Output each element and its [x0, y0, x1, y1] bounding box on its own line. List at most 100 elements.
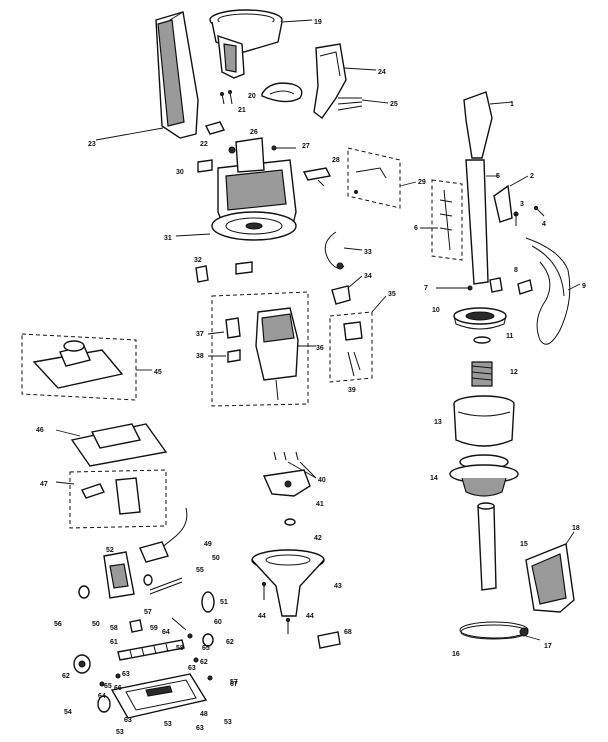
callout-60: 60 [214, 619, 222, 626]
part-55-rod [149, 577, 183, 595]
callout-62b: 62 [200, 659, 208, 666]
part-49-cord [139, 507, 188, 563]
callout-57a: 57 [144, 609, 152, 616]
part-12-spring [471, 361, 493, 387]
part-18-dust-cup [525, 531, 575, 613]
callout-66: 66 [114, 685, 122, 692]
callout-18: 18 [572, 525, 580, 532]
part-46-upholstery-tool [55, 423, 168, 467]
part-45-floor-tool [21, 333, 152, 401]
part-32-switch-parts [195, 261, 253, 283]
callout-51: 51 [220, 599, 228, 606]
callout-5: 5 [496, 173, 500, 180]
part-17-part [519, 627, 541, 641]
part-6-spring-box [420, 179, 463, 261]
callout-46: 46 [36, 427, 44, 434]
callout-68: 68 [344, 629, 352, 636]
callout-19: 19 [314, 19, 322, 26]
part-19-motor-hood [209, 9, 313, 79]
part-35-box [329, 295, 387, 383]
part-21-screws [220, 90, 233, 105]
callout-63c: 63 [124, 717, 132, 724]
callout-31: 31 [164, 235, 172, 242]
callout-56: 56 [54, 621, 62, 628]
part-68-pad [317, 631, 341, 649]
part-14-bag-holder [449, 454, 519, 497]
callout-13: 13 [434, 419, 442, 426]
callout-44b: 44 [306, 613, 314, 620]
callout-25: 25 [390, 101, 398, 108]
callout-53a: 53 [116, 729, 124, 736]
part-24-bracket [313, 43, 377, 119]
callout-3: 3 [520, 201, 524, 208]
callout-15: 15 [520, 541, 528, 548]
part-43-nozzle-base [251, 549, 325, 617]
callout-32: 32 [194, 257, 202, 264]
callout-11: 11 [506, 333, 514, 340]
callout-29: 29 [418, 179, 426, 186]
callout-53b: 53 [164, 721, 172, 728]
callout-44a: 44 [258, 613, 266, 620]
part-59-clip [129, 617, 187, 633]
part-10-ring [453, 307, 507, 330]
part-8-clip [489, 277, 503, 293]
callout-62a: 62 [62, 673, 70, 680]
callout-27: 27 [302, 143, 310, 150]
callout-21: 21 [238, 107, 246, 114]
part-53-base-plate [110, 673, 208, 719]
part-51-ring [201, 591, 215, 613]
callout-65a: 65 [104, 683, 112, 690]
callout-7: 7 [424, 285, 428, 292]
part-42-fitting [284, 518, 296, 526]
part-2-switch-plate [493, 175, 529, 223]
callout-47: 47 [40, 481, 48, 488]
callout-14: 14 [430, 475, 438, 482]
callout-38: 38 [196, 353, 204, 360]
part-25-screws [337, 97, 389, 111]
callout-58b: 58 [176, 645, 184, 652]
part-27-pin [271, 145, 296, 151]
callout-48: 48 [200, 711, 208, 718]
part-36-motor-box [207, 291, 316, 407]
callout-2: 2 [530, 173, 534, 180]
callout-54: 54 [64, 709, 72, 716]
callout-9: 9 [582, 283, 586, 290]
part-15-tube [477, 502, 497, 591]
callout-36: 36 [316, 345, 324, 352]
callout-41: 41 [316, 501, 324, 508]
callout-22: 22 [200, 141, 208, 148]
part-31-motor-housing [175, 137, 297, 241]
callout-63b: 63 [188, 665, 196, 672]
part-28-latch [302, 167, 332, 187]
callout-30: 30 [176, 169, 184, 176]
part-44-screws [261, 581, 291, 634]
part-20-clip [261, 82, 303, 103]
callout-4: 4 [542, 221, 546, 228]
part-26-cap [228, 146, 236, 154]
callout-58a: 58 [110, 625, 118, 632]
part-66-small-parts [99, 633, 213, 687]
part-41-nozzle-cap [262, 469, 311, 497]
callout-1: 1 [510, 101, 514, 108]
part-1-handle-tube [463, 91, 513, 159]
callout-63a: 63 [122, 671, 130, 678]
callout-52: 52 [106, 547, 114, 554]
part-4-screw [533, 205, 545, 217]
callout-12: 12 [510, 369, 518, 376]
part-13-filter [453, 395, 515, 447]
callout-20: 20 [248, 93, 256, 100]
callout-50a: 50 [92, 621, 100, 628]
part-23-handle-cover [95, 11, 199, 141]
part-61-roller-brush [117, 639, 185, 661]
part-30-tab [197, 159, 213, 173]
callout-63d: 63 [196, 725, 204, 732]
callout-17: 17 [544, 643, 552, 650]
callout-28: 28 [332, 157, 340, 164]
part-52-housing [103, 551, 135, 599]
part-34-switch [331, 275, 363, 305]
callout-10: 10 [432, 307, 440, 314]
part-22-washer [204, 121, 226, 135]
callout-33: 33 [364, 249, 372, 256]
